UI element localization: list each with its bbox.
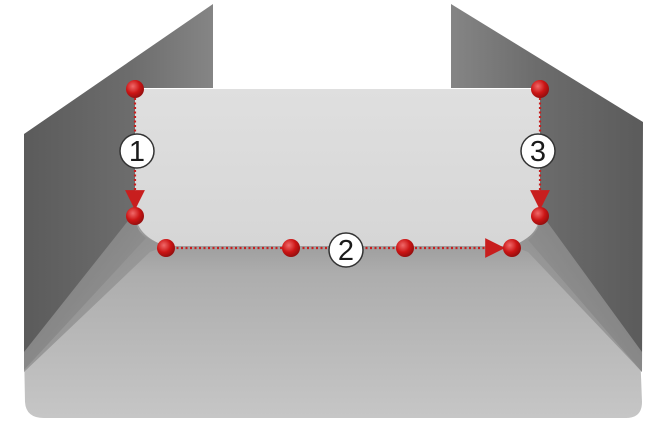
point-top-right <box>531 80 549 98</box>
step-badge-1: 1 <box>119 133 155 169</box>
point-bottom-1 <box>157 239 175 257</box>
step-label-3: 3 <box>530 136 546 168</box>
point-bottom-3 <box>396 239 414 257</box>
point-top-left <box>126 80 144 98</box>
point-bottom-2 <box>282 239 300 257</box>
right-side-wall <box>451 4 643 372</box>
point-bottom-4 <box>503 239 521 257</box>
left-side-wall <box>24 4 213 370</box>
point-mid-right <box>531 207 549 225</box>
step-badge-2: 2 <box>328 232 364 268</box>
left-fillet <box>24 212 166 372</box>
step-badge-3: 3 <box>520 133 556 169</box>
point-mid-left <box>126 207 144 225</box>
path-points <box>126 80 549 257</box>
right-fillet <box>512 212 642 372</box>
step-label-1: 1 <box>129 136 145 168</box>
floor-surface <box>24 226 642 418</box>
back-wall <box>135 89 540 246</box>
step-label-2: 2 <box>338 235 354 267</box>
